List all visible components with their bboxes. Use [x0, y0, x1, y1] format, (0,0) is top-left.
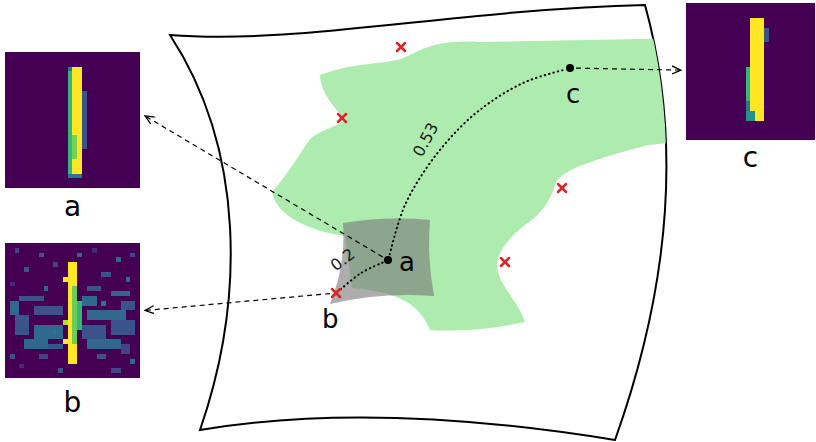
image-c [686, 3, 815, 140]
image-b [5, 243, 140, 378]
image-thumbnail: c [686, 3, 815, 140]
point-cross [330, 287, 342, 299]
projection-arrow [145, 116, 383, 257]
red-x-marks [338, 43, 566, 266]
projection-arrow [576, 68, 681, 70]
point-label: b [322, 306, 339, 332]
manifold-point: c [564, 62, 576, 74]
manifold-point: a [382, 254, 394, 266]
projection-arrow [145, 294, 330, 311]
manifold-point: b [330, 287, 342, 299]
point-label: c [566, 81, 580, 107]
image-caption: c [686, 144, 815, 172]
image-caption: b [5, 389, 140, 417]
image-caption: a [5, 193, 140, 221]
green-region [272, 38, 700, 331]
point-dot [564, 62, 576, 74]
image-thumbnail: a [5, 52, 140, 188]
point-label: a [399, 249, 415, 275]
geodesic-path [390, 70, 565, 254]
image-thumbnail: b [5, 243, 140, 378]
point-dot [382, 254, 394, 266]
image-a [5, 52, 140, 188]
